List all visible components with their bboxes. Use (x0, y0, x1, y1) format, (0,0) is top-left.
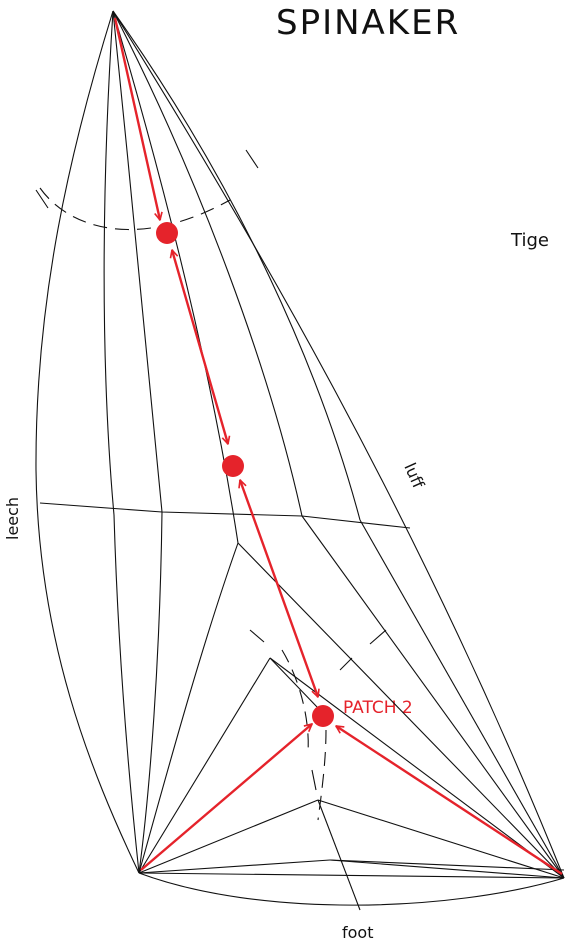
leech-label: leech (3, 497, 22, 540)
red-arrow-middle-to-patch (240, 480, 318, 697)
red-arrow-clew-to-patch (336, 726, 563, 876)
red-arrow-head-to-upper (113, 17, 160, 220)
seam-line (359, 519, 565, 879)
patch-2-label: PATCH 2 (343, 698, 413, 718)
seam-line (138, 511, 163, 874)
patch-2-point (312, 705, 334, 727)
seam-line (269, 657, 319, 709)
seam-line (112, 10, 303, 517)
construction-tick (339, 657, 353, 671)
seam-line (329, 859, 565, 879)
seam-line (113, 514, 140, 874)
red-arrow-upper-to-middle (172, 250, 228, 444)
seam-line (112, 10, 163, 513)
construction-tick (245, 149, 259, 169)
side-note: Tige (510, 230, 549, 251)
red-arrow-tack-to-patch (140, 724, 312, 871)
construction-arc (39, 187, 231, 230)
seam-line (138, 542, 239, 874)
seam-line (237, 542, 565, 879)
construction-arc (317, 729, 327, 821)
seam-band (39, 502, 411, 529)
seam-line (138, 872, 565, 879)
construction-tick (249, 629, 265, 643)
seam-line (112, 10, 361, 521)
seam-line (301, 515, 565, 879)
luff-label: luff (400, 460, 428, 492)
construction-tick (311, 769, 317, 791)
foot-label: foot (342, 923, 373, 942)
middle-patch-point (222, 455, 244, 477)
upper-patch-point (156, 222, 178, 244)
construction-tick (369, 629, 387, 645)
seam-line (103, 10, 115, 516)
seam-line (138, 859, 331, 874)
construction-arc (281, 649, 309, 753)
seam-line (317, 799, 565, 879)
sail-foot-edge (138, 872, 565, 906)
sail-leech-edge (35, 10, 140, 874)
diagram-title: SPINAKER (276, 3, 460, 43)
seam-line (317, 799, 361, 911)
sail-luff-edge (112, 10, 565, 879)
construction-tick (35, 189, 49, 209)
seam-line (138, 657, 271, 874)
seam-line (329, 859, 565, 871)
seam-line (138, 799, 319, 874)
